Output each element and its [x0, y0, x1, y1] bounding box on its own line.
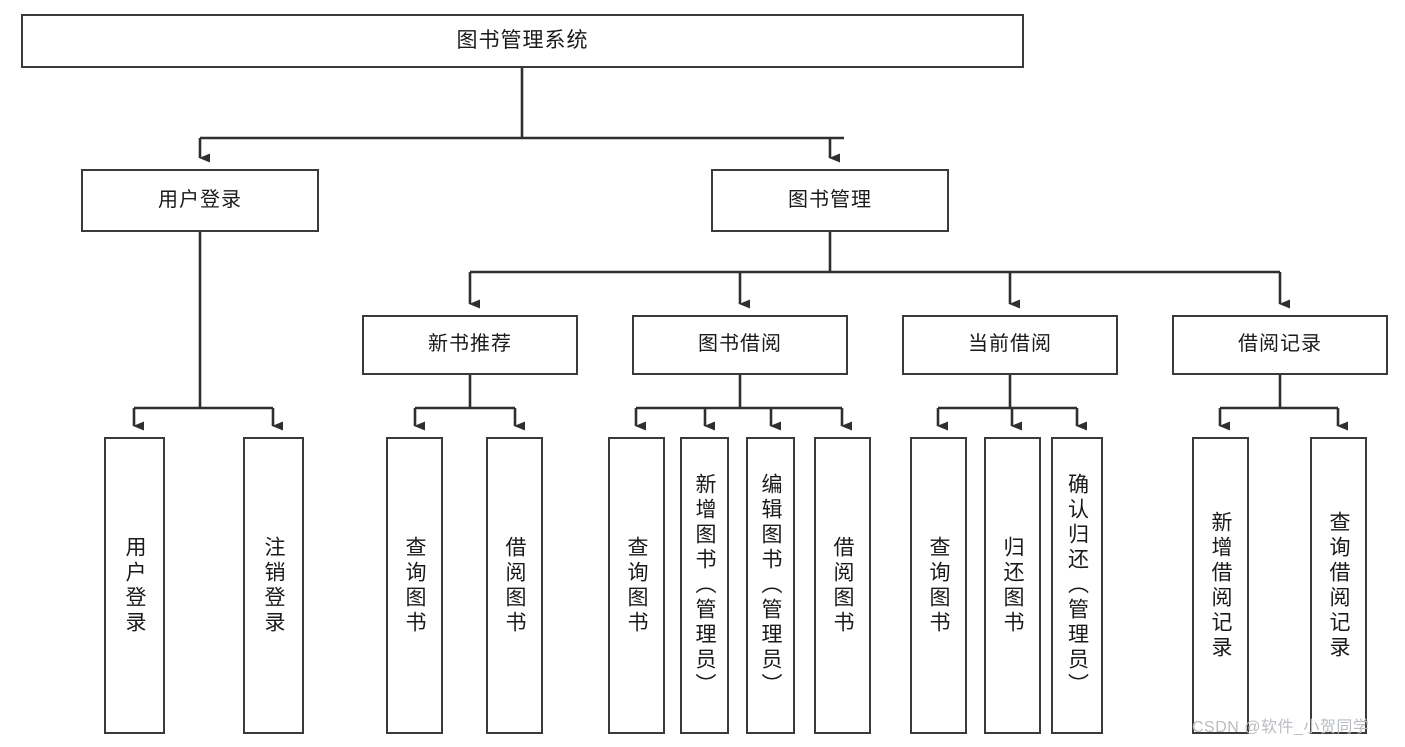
- node-book-borrow[interactable]: 图书借阅: [632, 315, 848, 375]
- node-borrow-record-label: 借阅记录: [1238, 333, 1322, 356]
- node-leaf-user-logout-label: 注销登录: [262, 535, 286, 636]
- node-root[interactable]: 图书管理系统: [21, 14, 1024, 68]
- node-leaf-query-borrow-record-label: 查询借阅记录: [1327, 510, 1351, 661]
- node-leaf-add-borrow-record[interactable]: 新增借阅记录: [1192, 437, 1249, 734]
- node-leaf-borrow-book-rec[interactable]: 借阅图书: [486, 437, 543, 734]
- node-leaf-query-book-borrow[interactable]: 查询图书: [608, 437, 665, 734]
- node-leaf-query-borrow-record[interactable]: 查询借阅记录: [1310, 437, 1367, 734]
- node-leaf-query-book-rec-label: 查询图书: [403, 535, 427, 636]
- node-borrow-record[interactable]: 借阅记录: [1172, 315, 1388, 375]
- node-leaf-edit-book-admin-label: 编辑图书（管理员）: [759, 473, 783, 698]
- node-leaf-user-logout[interactable]: 注销登录: [243, 437, 304, 734]
- node-current-borrow[interactable]: 当前借阅: [902, 315, 1118, 375]
- node-user-login-label: 用户登录: [158, 188, 242, 211]
- node-leaf-confirm-return-admin-label: 确认归还（管理员）: [1065, 473, 1089, 698]
- node-leaf-borrow-book-label: 借阅图书: [831, 535, 855, 636]
- node-leaf-return-book[interactable]: 归还图书: [984, 437, 1041, 734]
- node-leaf-add-borrow-record-label: 新增借阅记录: [1209, 510, 1233, 661]
- node-new-book-recommend-label: 新书推荐: [428, 333, 512, 356]
- node-leaf-user-login[interactable]: 用户登录: [104, 437, 165, 734]
- node-leaf-borrow-book[interactable]: 借阅图书: [814, 437, 871, 734]
- node-leaf-borrow-book-rec-label: 借阅图书: [503, 535, 527, 636]
- node-leaf-edit-book-admin[interactable]: 编辑图书（管理员）: [746, 437, 795, 734]
- node-leaf-query-book-cur-label: 查询图书: [927, 535, 951, 636]
- node-leaf-confirm-return-admin[interactable]: 确认归还（管理员）: [1051, 437, 1103, 734]
- csdn-watermark: CSDN @软件_小贺同学: [1192, 719, 1370, 736]
- node-leaf-query-book-borrow-label: 查询图书: [625, 535, 649, 636]
- node-leaf-return-book-label: 归还图书: [1001, 535, 1025, 636]
- node-current-borrow-label: 当前借阅: [968, 333, 1052, 356]
- node-book-manage-label: 图书管理: [788, 188, 872, 211]
- node-leaf-query-book-rec[interactable]: 查询图书: [386, 437, 443, 734]
- node-leaf-add-book-admin-label: 新增图书（管理员）: [693, 473, 717, 698]
- node-new-book-recommend[interactable]: 新书推荐: [362, 315, 578, 375]
- node-user-login[interactable]: 用户登录: [81, 169, 319, 232]
- node-leaf-user-login-label: 用户登录: [123, 535, 147, 636]
- node-leaf-add-book-admin[interactable]: 新增图书（管理员）: [680, 437, 729, 734]
- node-root-label: 图书管理系统: [456, 28, 589, 52]
- node-leaf-query-book-cur[interactable]: 查询图书: [910, 437, 967, 734]
- node-book-borrow-label: 图书借阅: [698, 333, 782, 356]
- node-book-manage[interactable]: 图书管理: [711, 169, 949, 232]
